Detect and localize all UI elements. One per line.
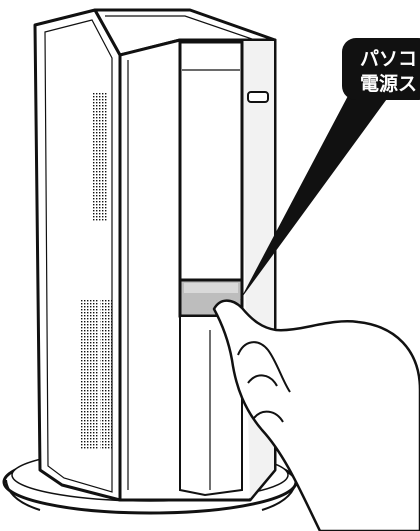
callout-line-1: パソコ (360, 48, 417, 70)
callout-bubble: パソコ 電源ス (342, 38, 420, 100)
usb-port-icon (248, 92, 268, 102)
drive-bay (180, 42, 242, 280)
callout-line-2: 電源ス (360, 72, 417, 95)
